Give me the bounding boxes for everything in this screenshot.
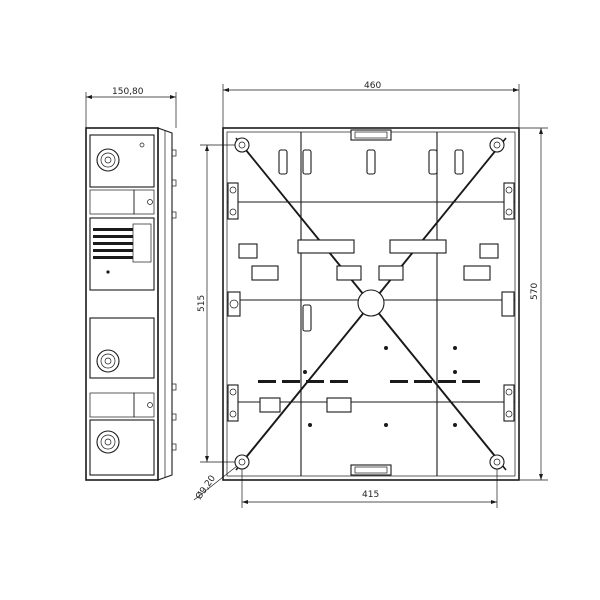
dimension-overall-height: 570: [520, 127, 548, 481]
vent-slots: [93, 228, 133, 259]
dimension-inner-height: 515: [197, 144, 240, 463]
hole-diameter-label: Ø9,20: [193, 473, 218, 502]
mounting-holes: [234, 137, 505, 470]
inner-height-label: 515: [197, 295, 207, 312]
inner-width-label: 415: [362, 490, 379, 500]
side-view: 150,80: [85, 87, 177, 481]
overall-width-label: 460: [364, 81, 381, 91]
dimension-side-width: 150,80: [85, 87, 177, 128]
dashed-slots: [258, 380, 480, 383]
dimension-overall-width: 460: [222, 81, 520, 128]
overall-height-label: 570: [530, 283, 540, 300]
dimension-inner-width: 415: [241, 462, 498, 508]
side-width-label: 150,80: [112, 87, 144, 97]
front-view: 460 570 515 415: [193, 81, 548, 508]
dimension-hole-diameter: Ø9,20: [193, 461, 243, 502]
